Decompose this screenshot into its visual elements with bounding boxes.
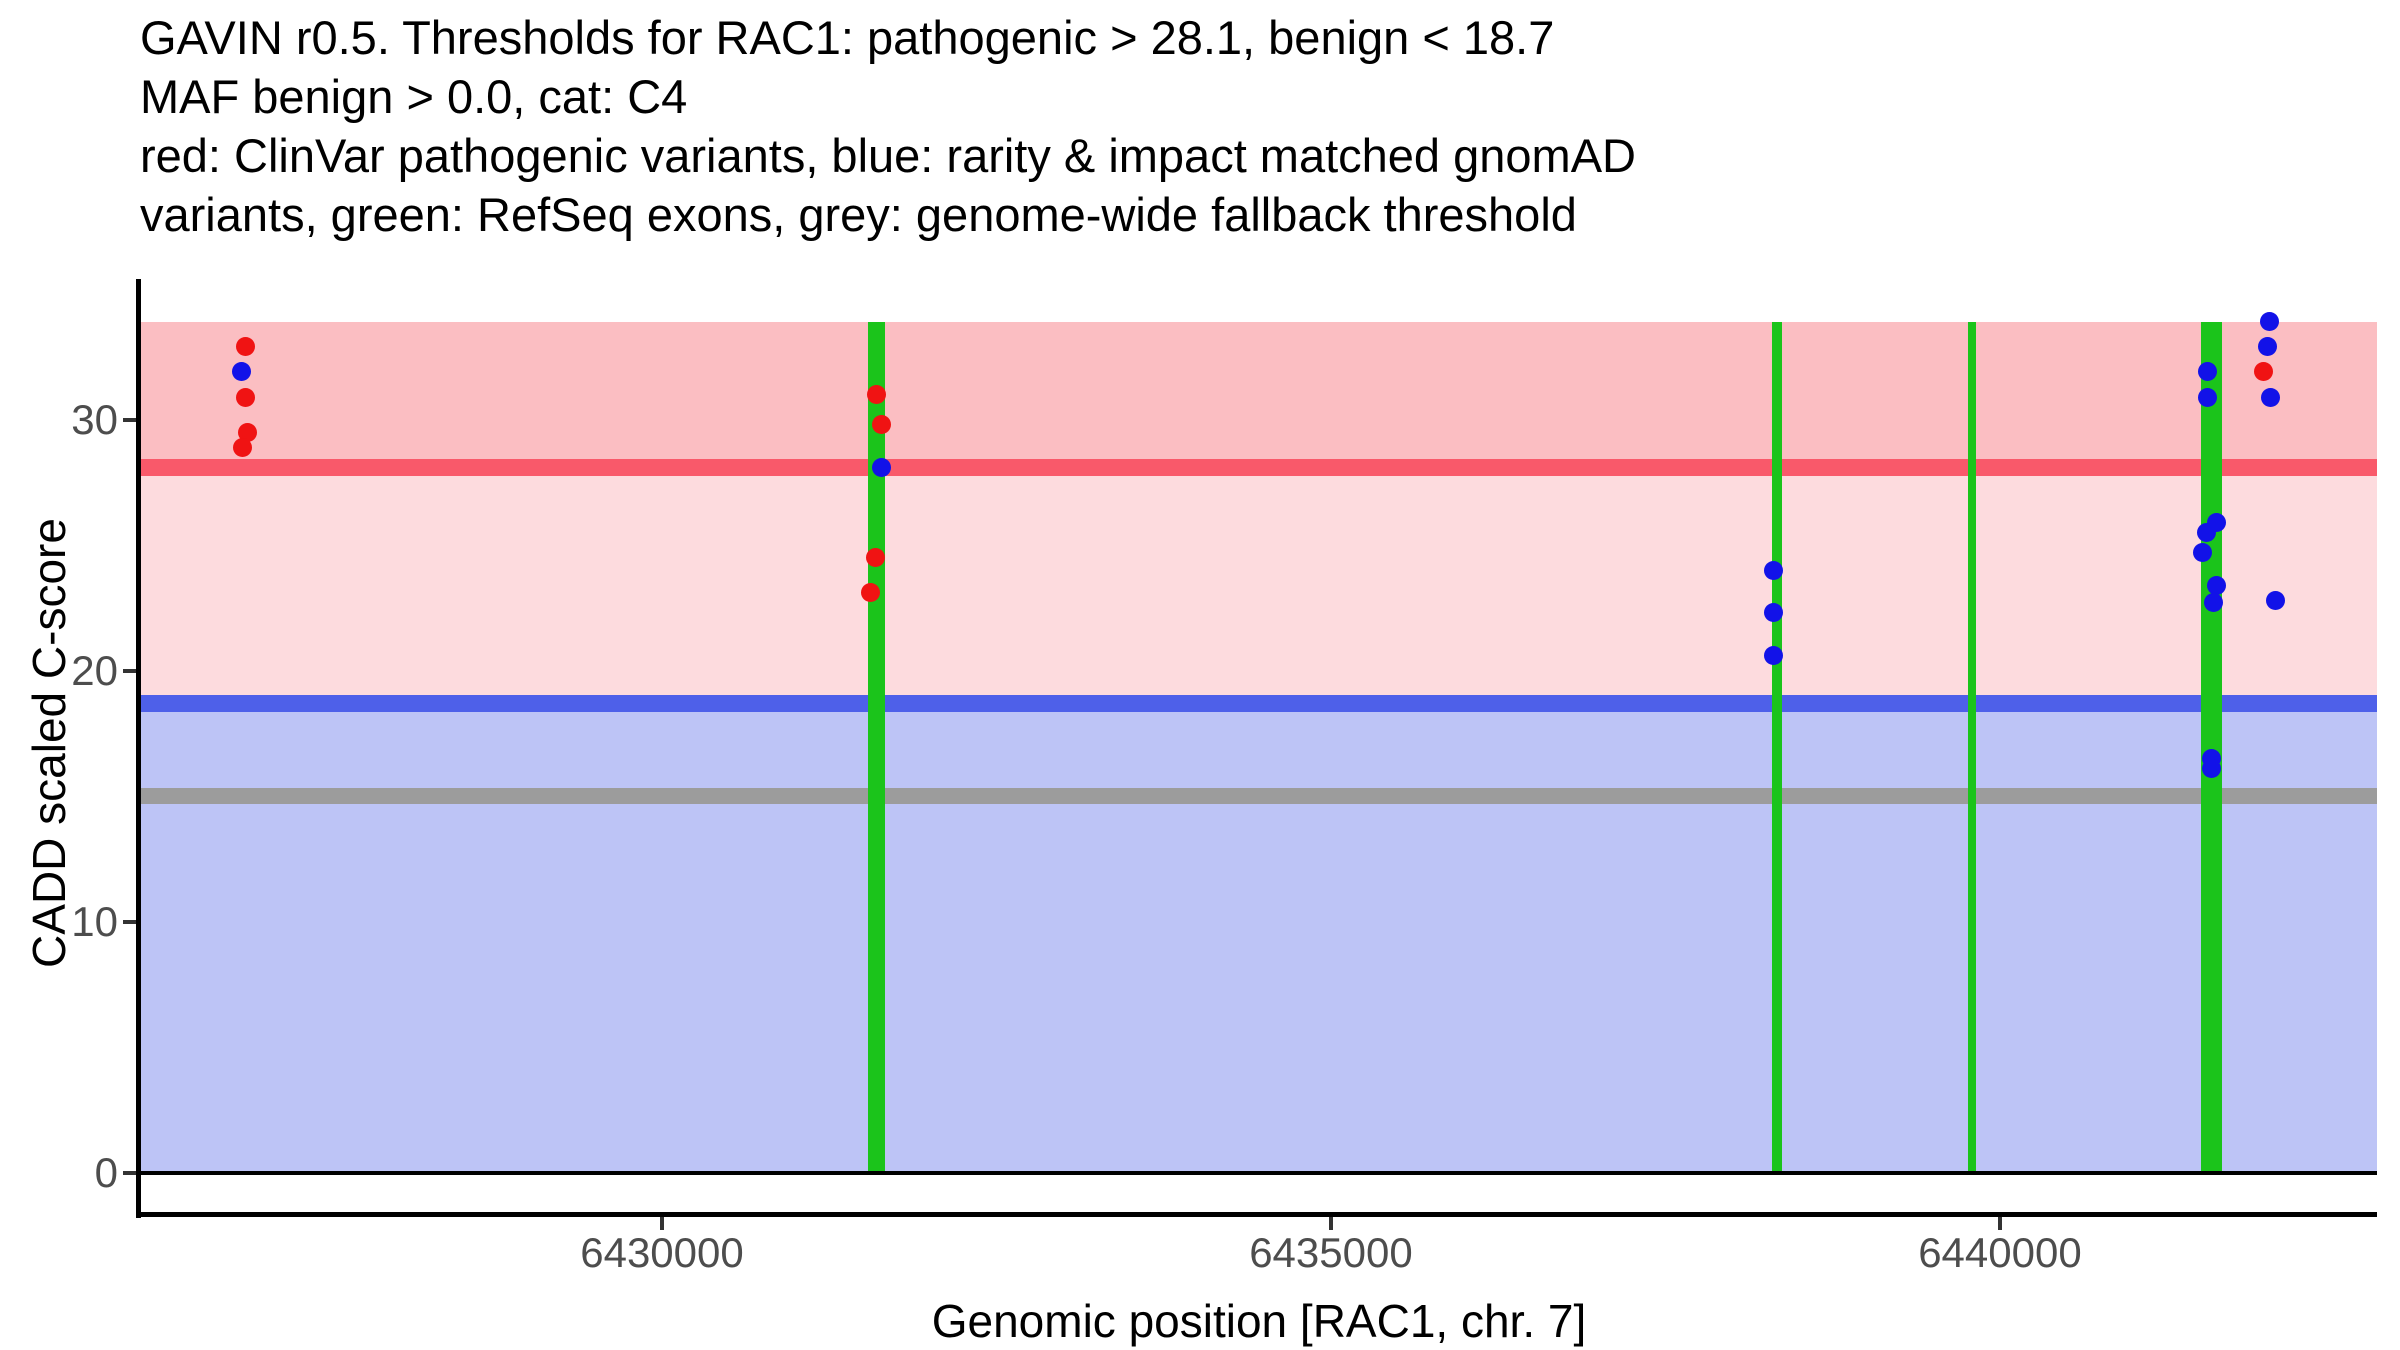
clinvar-variant-point bbox=[232, 437, 252, 457]
zero-baseline-line bbox=[141, 1170, 2377, 1175]
gnomad-variant-point bbox=[2259, 312, 2279, 332]
gnomad-variant-point bbox=[2202, 759, 2222, 779]
y-tick-label: 20 bbox=[71, 646, 118, 694]
gnomad-variant-point bbox=[2198, 362, 2218, 382]
refseq-exon-2-marker bbox=[1771, 321, 1782, 1173]
clinvar-variant-point bbox=[237, 422, 257, 442]
clinvar-variant-point bbox=[236, 337, 256, 357]
genome-wide-fallback-threshold-line bbox=[141, 788, 2377, 805]
title-line-4: variants, green: RefSeq exons, grey: gen… bbox=[140, 188, 1577, 241]
y-tick-mark bbox=[123, 919, 136, 924]
title-line-2: MAF benign > 0.0, cat: C4 bbox=[140, 70, 688, 123]
y-tick-mark bbox=[123, 668, 136, 673]
y-tick-mark bbox=[123, 1170, 136, 1175]
gnomad-variant-point bbox=[1764, 560, 1784, 580]
clinvar-variant-point bbox=[871, 415, 891, 435]
gnomad-variant-point bbox=[1764, 603, 1784, 623]
gnomad-variant-point bbox=[2258, 337, 2278, 357]
y-tick-mark bbox=[123, 417, 136, 422]
gnomad-variant-point bbox=[2193, 543, 2213, 563]
title-line-1: GAVIN r0.5. Thresholds for RAC1: pathoge… bbox=[140, 11, 1555, 64]
y-axis-line bbox=[136, 279, 141, 1218]
x-tick-mark bbox=[660, 1217, 664, 1230]
x-tick-label: 6430000 bbox=[580, 1229, 744, 1276]
benign-region-band bbox=[141, 703, 2377, 1173]
plot-title: GAVIN r0.5. Thresholds for RAC1: pathoge… bbox=[140, 8, 1636, 244]
y-axis-title: CADD scaled C-score bbox=[23, 518, 75, 968]
pathogenic-region-band bbox=[141, 321, 2377, 468]
clinvar-variant-point bbox=[865, 548, 885, 568]
y-tick-label: 0 bbox=[94, 1148, 118, 1196]
plot-panel bbox=[141, 279, 2377, 1213]
clinvar-variant-point bbox=[236, 387, 256, 407]
x-tick-mark bbox=[1328, 1217, 1333, 1230]
gnomad-variant-point bbox=[232, 362, 252, 382]
title-line-3: red: ClinVar pathogenic variants, blue: … bbox=[140, 129, 1636, 182]
refseq-exon-4-marker bbox=[2201, 321, 2223, 1173]
refseq-exon-3-marker bbox=[1967, 321, 1976, 1173]
gnomad-variant-point bbox=[1764, 646, 1784, 666]
x-tick-label: 6440000 bbox=[1918, 1229, 2082, 1276]
x-axis-title: Genomic position [RAC1, chr. 7] bbox=[931, 1295, 1587, 1347]
x-tick-mark bbox=[1997, 1217, 2002, 1230]
gnomad-variant-point bbox=[2198, 387, 2218, 407]
intermediate-region-band bbox=[141, 467, 2377, 704]
gnomad-variant-point bbox=[871, 457, 891, 477]
gnomad-variant-point bbox=[2196, 523, 2216, 543]
gnomad-variant-point bbox=[2206, 575, 2226, 595]
clinvar-variant-point bbox=[861, 583, 881, 603]
clinvar-variant-point bbox=[2253, 362, 2273, 382]
x-axis-line bbox=[136, 1212, 2377, 1217]
y-tick-label: 30 bbox=[71, 395, 118, 443]
gnomad-variant-point bbox=[2203, 593, 2223, 613]
y-tick-label: 10 bbox=[71, 897, 118, 945]
gnomad-variant-point bbox=[2260, 387, 2280, 407]
pathogenic-threshold-line bbox=[141, 458, 2377, 476]
gnomad-variant-point bbox=[2265, 590, 2285, 610]
benign-threshold-line bbox=[141, 694, 2377, 712]
x-tick-label: 6435000 bbox=[1249, 1229, 1413, 1276]
clinvar-variant-point bbox=[866, 384, 886, 404]
refseq-exon-1-marker bbox=[868, 321, 886, 1173]
